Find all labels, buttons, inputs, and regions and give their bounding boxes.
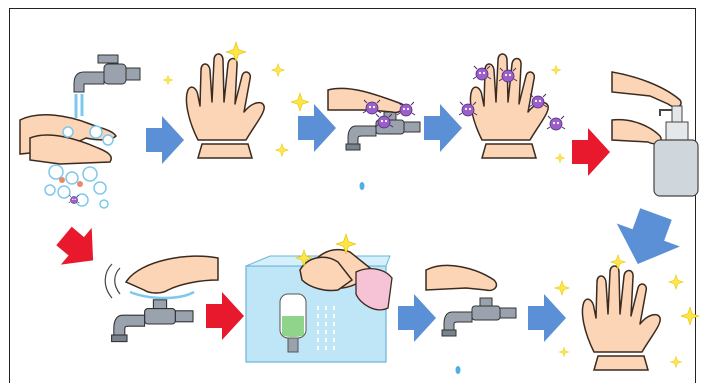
red-arrow-icon (206, 292, 244, 340)
hand-turning-tap-icon (105, 256, 218, 342)
hands-pump-bottle-icon (612, 72, 698, 196)
red-arrow-icon (572, 128, 610, 176)
blue-arrow-icon (298, 104, 336, 152)
blue-arrow-icon (528, 294, 566, 342)
hand-closing-tap-icon (426, 265, 516, 374)
germy-hand-icon (459, 54, 565, 163)
clean-hand-sparkle-icon (163, 42, 309, 158)
hands-drying-dispenser-icon (246, 234, 392, 362)
hand-on-germy-tap-icon (328, 88, 420, 190)
blue-arrow-icon (424, 104, 462, 152)
red-diagonal-arrow-icon (49, 218, 109, 279)
hands-washing-under-tap-icon (20, 55, 140, 208)
blue-arrow-icon (146, 116, 184, 164)
blue-arrow-icon (398, 294, 436, 342)
clean-hand-sparkle-icon (555, 255, 699, 370)
